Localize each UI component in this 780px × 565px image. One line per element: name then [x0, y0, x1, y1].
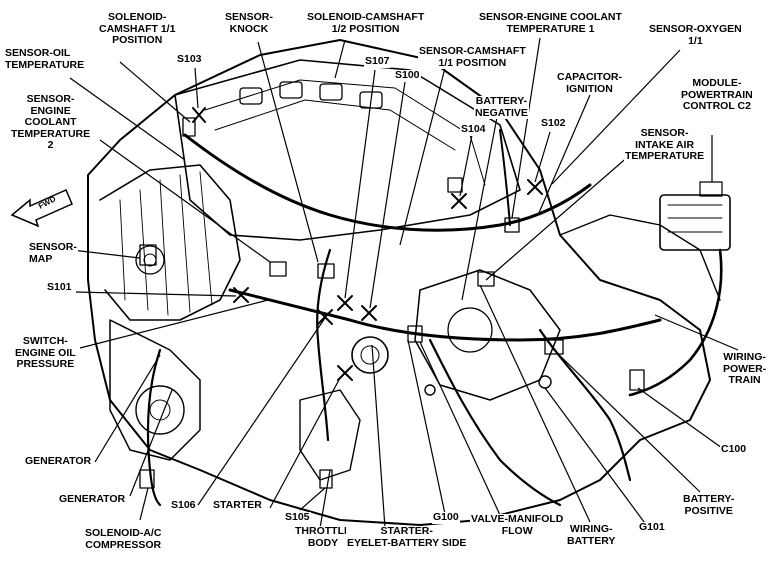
label-g101: G101 [638, 521, 666, 534]
label-s107: S107 [364, 55, 391, 68]
label-sensor-map: SENSOR- MAP [28, 241, 78, 265]
label-module-powertrain-control-c2: MODULE- POWERTRAIN CONTROL C2 [680, 77, 754, 113]
fwd-arrow-icon [10, 189, 73, 228]
label-g100: G100 [432, 511, 460, 524]
label-capacitor-ignition: CAPACITOR- IGNITION [556, 71, 623, 95]
label-solenoid-camshaft-1-1-position: SOLENOID- CAMSHAFT 1/1 POSITION [98, 11, 177, 47]
label-starter: STARTER [212, 499, 263, 512]
label-wiring-battery: WIRING- BATTERY [566, 523, 617, 547]
label-sensor-oil-temperature: SENSOR-OIL TEMPERATURE [4, 47, 86, 71]
label-generator-lower: GENERATOR [58, 493, 127, 506]
label-starter-eyelet-battery-side: STARTER- EYELET-BATTERY SIDE [346, 525, 468, 549]
label-generator-upper: GENERATOR [24, 455, 93, 468]
label-s100: S100 [394, 69, 421, 82]
label-sensor-camshaft-1-1-position: SENSOR-CAMSHAFT 1/1 POSITION [418, 45, 527, 69]
label-sensor-knock: SENSOR- KNOCK [224, 11, 274, 35]
label-sensor-oxygen-1-1: SENSOR-OXYGEN 1/1 [648, 23, 743, 47]
label-throttle-body: THROTTLE BODY [294, 525, 352, 549]
label-switch-engine-oil-pressure: SWITCH- ENGINE OIL PRESSURE [14, 335, 77, 371]
label-s102: S102 [540, 117, 567, 130]
label-sensor-engine-coolant-temperature-2: SENSOR- ENGINE COOLANT TEMPERATURE 2 [10, 93, 92, 152]
label-battery-positive: BATTERY- POSITIVE [682, 493, 736, 517]
label-valve-manifold-flow: VALVE-MANIFOLD FLOW [470, 513, 565, 537]
label-s104: S104 [460, 123, 487, 136]
label-c100: C100 [720, 443, 748, 456]
label-solenoid-ac-compressor: SOLENOID-A/C COMPRESSOR [84, 527, 163, 551]
label-s105: S105 [284, 511, 311, 524]
label-solenoid-camshaft-1-2-position: SOLENOID-CAMSHAFT 1/2 POSITION [306, 11, 426, 35]
label-sensor-intake-air-temperature: SENSOR- INTAKE AIR TEMPERATURE [624, 127, 706, 163]
label-s103: S103 [176, 53, 203, 66]
label-s101: S101 [46, 281, 73, 294]
label-wiring-power-train: WIRING- POWER- TRAIN [722, 351, 768, 387]
label-sensor-engine-coolant-temperature-1: SENSOR-ENGINE COOLANT TEMPERATURE 1 [478, 11, 623, 35]
label-battery-negative: BATTERY- NEGATIVE [474, 95, 529, 119]
label-s106: S106 [170, 499, 197, 512]
